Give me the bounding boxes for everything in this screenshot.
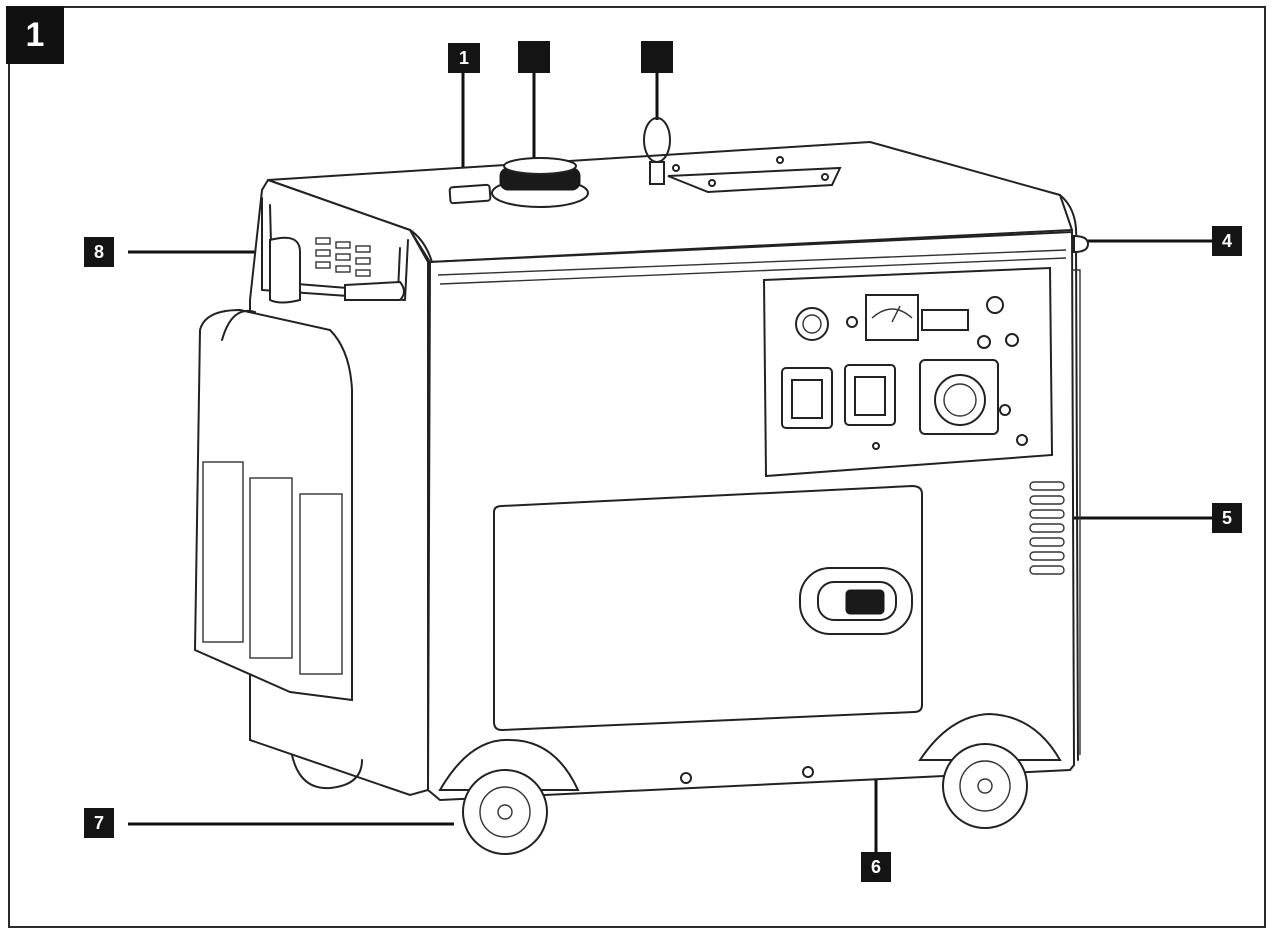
top-cover-flap	[448, 183, 492, 205]
callout-8: 8	[84, 237, 114, 267]
side-cover	[193, 308, 353, 702]
wheel-front-right	[918, 712, 1062, 829]
side-louvers	[202, 461, 343, 675]
breaker-switches	[921, 309, 969, 331]
side-grip	[1073, 234, 1090, 254]
callout-2	[518, 41, 550, 73]
socket-schuko-2	[844, 364, 896, 426]
voltmeter	[865, 294, 919, 341]
figure-number-badge: 1	[6, 6, 64, 64]
side-vent-top	[315, 237, 371, 277]
top-details	[448, 117, 842, 208]
callout-5: 5	[1212, 503, 1242, 533]
callout-1: 1	[448, 43, 480, 73]
voltage-knob	[795, 307, 829, 341]
wheel-rear	[291, 754, 363, 790]
control-panel	[762, 266, 1054, 478]
callout-6: 6	[861, 852, 891, 882]
socket-schuko-1	[781, 367, 833, 429]
door-latch	[799, 567, 913, 635]
callout-4: 4	[1212, 226, 1242, 256]
callout-7: 7	[84, 808, 114, 838]
carry-handle	[261, 197, 409, 304]
wheel-front-left	[438, 738, 580, 855]
callout-3	[641, 41, 673, 73]
service-door	[493, 484, 923, 732]
housing-corner	[409, 229, 433, 263]
socket-cee	[919, 359, 999, 435]
lifting-eye-stem	[649, 161, 665, 185]
side-cover-panel	[193, 308, 353, 702]
diagram-frame	[8, 6, 1266, 928]
door-panel	[493, 484, 923, 732]
front-louvers	[1029, 481, 1065, 575]
